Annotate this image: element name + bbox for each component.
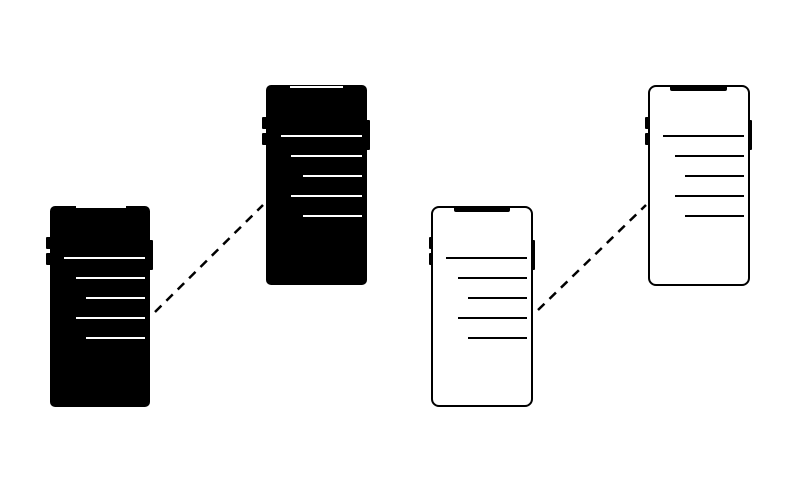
smartphone-outline-icon: [429, 206, 535, 407]
screen-text-lines: [281, 135, 362, 217]
smartphone-outline-icon: [645, 85, 752, 286]
screen-text-lines: [64, 257, 145, 339]
smartphone-filled-icon: [46, 206, 153, 407]
smartphone-filled-icon: [262, 85, 370, 285]
dashed-connector: [154, 204, 264, 313]
screen-text-lines: [446, 257, 527, 339]
dashed-connector: [537, 204, 647, 311]
screen-text-lines: [663, 135, 744, 217]
